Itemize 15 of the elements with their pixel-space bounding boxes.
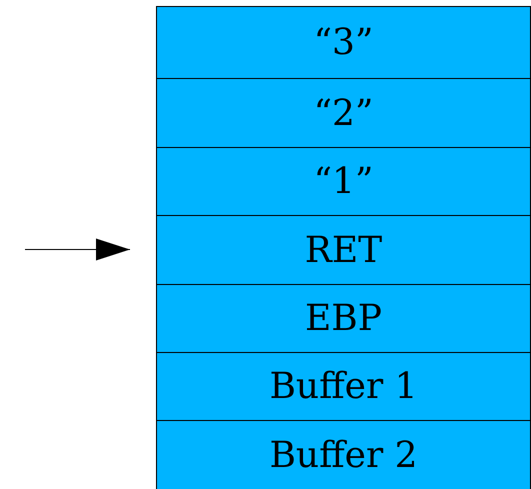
cell-label: “3” — [314, 22, 374, 63]
stack-cell — [156, 79, 531, 148]
stack-cell — [156, 148, 531, 216]
stack-cell — [156, 421, 531, 489]
cell-label: Buffer 1 — [269, 366, 418, 407]
cell-label: “1” — [314, 161, 374, 202]
cell-label: EBP — [305, 298, 382, 339]
stack-cell — [156, 216, 531, 285]
arrow — [24, 238, 130, 260]
cell-label: RET — [304, 230, 382, 270]
stack-cell — [156, 6, 531, 79]
stack-cell — [156, 285, 531, 353]
cell-label: “2” — [314, 92, 374, 134]
stack-cell — [156, 353, 531, 421]
cell-label: Buffer 2 — [269, 434, 418, 476]
